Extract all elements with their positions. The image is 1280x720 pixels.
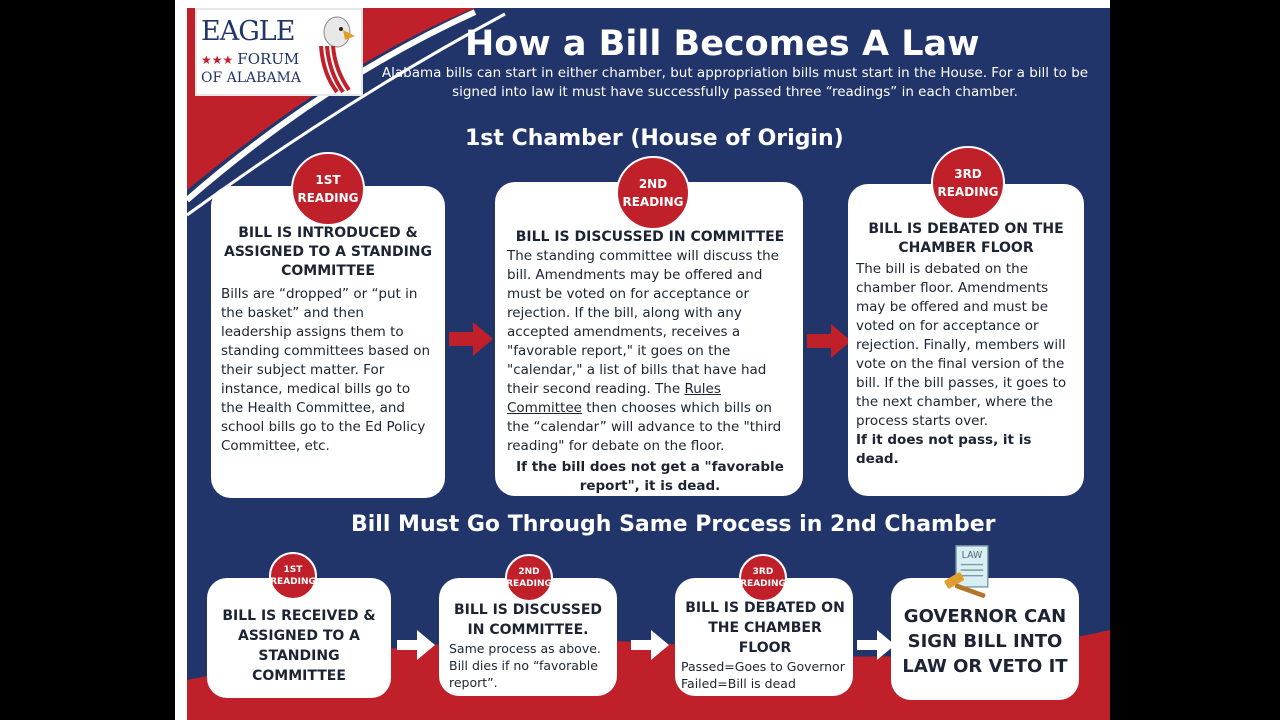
step-body: The bill is debated on the chamber floor…: [856, 261, 1067, 429]
first-chamber-heading: 1st Chamber (House of Origin): [465, 126, 844, 151]
arrow-right-icon: [397, 630, 435, 660]
badge-word: READING: [740, 579, 786, 589]
logo-text-eagle: EAGLE: [201, 16, 295, 47]
rules-committee-link[interactable]: Rules Committee: [507, 381, 721, 416]
third-reading-badge: 3RD READING: [739, 554, 787, 602]
badge-word: READING: [937, 185, 999, 199]
step-title: BILL IS INTRODUCED & ASSIGNED TO A STAND…: [223, 225, 433, 279]
passed-note: Passed=Goes to Governor: [681, 659, 845, 674]
badge-number: 3RD: [954, 167, 982, 181]
first-reading-badge: 1ST READING: [291, 152, 365, 226]
step-title: BILL IS RECEIVED & ASSIGNED TO A STANDIN…: [222, 608, 376, 684]
badge-number: 2ND: [518, 567, 540, 577]
page-subtitle: Alabama bills can start in either chambe…: [381, 65, 1089, 100]
step2-card-second-reading: BILL IS DISCUSSED IN COMMITTEE. Same pro…: [439, 578, 617, 696]
first-reading-badge: 1ST READING: [269, 552, 317, 600]
step-title: BILL IS DEBATED ON THE CHAMBER FLOOR: [685, 600, 845, 656]
second-reading-badge: 2ND READING: [616, 156, 690, 230]
law-gavel-icon: LAW: [944, 545, 989, 598]
badge-word: READING: [270, 577, 316, 587]
logo-forum-word: FORUM: [237, 50, 300, 68]
step-body: Same process as above. Bill dies if no “…: [449, 641, 601, 690]
step-title: BILL IS DISCUSSED IN COMMITTEE.: [453, 602, 603, 638]
arrow-right-icon: [857, 630, 895, 660]
third-reading-badge: 3RD READING: [931, 146, 1005, 220]
step-dead-note: If it does not pass, it is dead.: [856, 432, 1032, 467]
eagle-icon: [319, 16, 355, 94]
failed-note: Failed=Bill is dead: [681, 676, 796, 691]
arrow-right-icon: [449, 322, 493, 356]
second-reading-badge: 2ND READING: [505, 554, 553, 602]
badge-number: 1ST: [315, 173, 341, 187]
badge-word: READING: [297, 191, 359, 205]
step-dead-note: If the bill does not get a "favorable re…: [516, 459, 784, 494]
infographic-poster: EAGLE ★★★FORUM OF ALABAMA How a Bill Bec…: [175, 0, 1110, 720]
arrow-right-icon: [631, 630, 669, 660]
step-title: BILL IS DISCUSSED IN COMMITTEE: [515, 229, 785, 245]
step-body-part-a: The standing committee will discuss the …: [507, 248, 779, 397]
badge-number: 1ST: [283, 565, 303, 575]
page-title: How a Bill Becomes A Law: [465, 24, 980, 64]
governor-text: GOVERNOR CAN SIGN BILL INTO LAW OR VETO …: [902, 606, 1068, 677]
logo-text-forum: ★★★FORUM: [201, 50, 299, 68]
step-card-first-reading: BILL IS INTRODUCED & ASSIGNED TO A STAND…: [211, 186, 445, 498]
step2-card-first-reading: BILL IS RECEIVED & ASSIGNED TO A STANDIN…: [207, 578, 391, 698]
step-card-second-reading: BILL IS DISCUSSED IN COMMITTEE The stand…: [495, 182, 803, 496]
arrow-right-icon: [807, 324, 851, 358]
step-body: Bills are “dropped” or “put in the baske…: [221, 286, 431, 454]
badge-word: READING: [622, 195, 684, 209]
logo-stars: ★★★: [201, 53, 234, 67]
eagle-forum-logo: EAGLE ★★★FORUM OF ALABAMA: [195, 8, 363, 96]
badge-number: 3RD: [752, 567, 774, 577]
step-body-part-b: then chooses which bills on the “calenda…: [507, 400, 782, 454]
law-icon-label: LAW: [962, 550, 983, 561]
logo-text-alabama: OF ALABAMA: [201, 70, 302, 86]
second-chamber-heading: Bill Must Go Through Same Process in 2nd…: [351, 512, 996, 537]
badge-word: READING: [506, 579, 552, 589]
step2-card-third-reading: BILL IS DEBATED ON THE CHAMBER FLOOR Pas…: [675, 578, 853, 696]
step-body: The standing committee will discuss the …: [507, 247, 793, 456]
step-title: BILL IS DEBATED ON THE CHAMBER FLOOR: [868, 221, 1064, 256]
badge-number: 2ND: [638, 177, 668, 191]
governor-card: GOVERNOR CAN SIGN BILL INTO LAW OR VETO …: [891, 578, 1079, 700]
step-card-third-reading: BILL IS DEBATED ON THE CHAMBER FLOOR The…: [848, 184, 1084, 496]
